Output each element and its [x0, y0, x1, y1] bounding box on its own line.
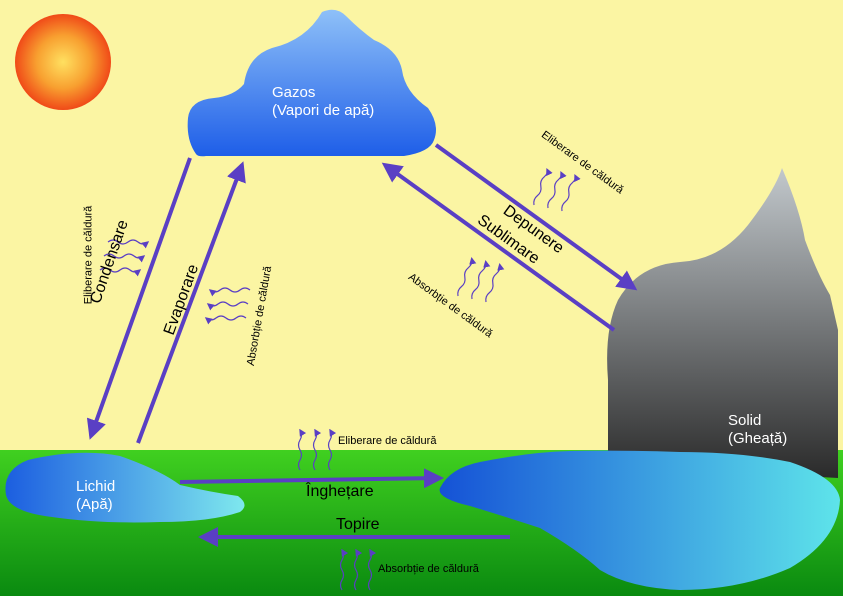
heat-release-label-condensation: Eliberare de căldură	[82, 205, 95, 305]
heat-absorb-squiggles-sublimation	[457, 256, 505, 303]
liquid-lake	[5, 452, 245, 523]
solid-state-sub: (Gheață)	[728, 430, 788, 447]
heat-absorb-squiggles-evaporation	[204, 287, 251, 325]
frozen-lake	[439, 450, 840, 590]
solid-state-label: Solid (Gheață)	[728, 412, 787, 448]
gas-state-name: Gazos	[272, 84, 316, 101]
condensation-arrow	[86, 157, 192, 440]
evaporation-arrow	[136, 161, 246, 444]
freezing-arrow	[179, 468, 444, 489]
melting-label: Topire	[336, 516, 380, 533]
heat-absorb-squiggles-melting	[339, 548, 377, 591]
heat-release-squiggles-condensation	[99, 239, 150, 277]
heat-release-squiggles-deposition	[533, 167, 581, 212]
heat-release-label-freezing: Eliberare de căldură	[338, 435, 437, 447]
ice-block	[607, 168, 838, 478]
freezing-label: Înghețare	[306, 483, 374, 500]
liquid-state-name: Lichid	[76, 478, 116, 495]
deposition-arrow	[434, 143, 638, 291]
sun	[15, 14, 111, 110]
sublimation-arrow	[381, 162, 616, 332]
gas-state-sub: (Vapori de apă)	[272, 102, 375, 119]
heat-release-squiggles-freezing	[297, 428, 337, 471]
gas-cloud	[187, 9, 436, 157]
heat-absorb-label-melting: Absorbție de căldură	[378, 563, 479, 575]
gas-state-label: Gazos (Vapori de apă)	[272, 84, 374, 120]
liquid-state-label: Lichid (Apă)	[76, 478, 115, 514]
solid-state-name: Solid	[728, 412, 762, 429]
liquid-state-sub: (Apă)	[76, 496, 113, 513]
